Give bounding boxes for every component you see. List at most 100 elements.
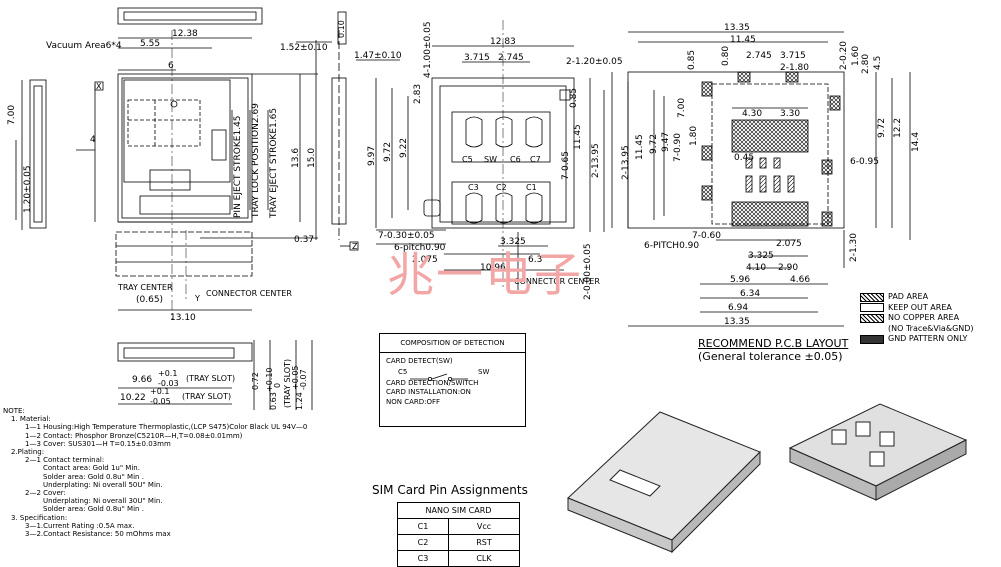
dim-9-66-tol: +0.1 <box>158 369 177 378</box>
pad-swatch <box>860 292 884 302</box>
pcb-dim-2-1-80: 2-1.80 <box>780 63 809 73</box>
dim-0-65: (0.65) <box>136 295 163 305</box>
dim-tray-lock: TRAY LOCK POSITION2.69 <box>251 103 261 219</box>
notes-l12: Solder area: Gold 0.8u" Min . <box>43 505 144 514</box>
dim-7-0-65: 7-0.65 <box>561 151 571 180</box>
dim-6-3: 6.3 <box>528 255 542 265</box>
pcb-dim-3-30: 3.30 <box>780 109 800 119</box>
dim-4: 4 <box>90 135 96 145</box>
dim-1-24-tol: +0.05 <box>291 365 300 390</box>
dim-10-22: 10.22 <box>120 393 146 403</box>
dim-10-22-tol2: -0.05 <box>150 397 171 406</box>
pcb-dim-2-075: 2.075 <box>776 239 802 249</box>
side-view-right <box>296 11 400 251</box>
dim-0-10: 0.10 <box>337 20 346 38</box>
pin-func: CLK <box>448 550 520 567</box>
dim-6-pitch: 6-pitch0.90 <box>394 243 446 253</box>
pcb-dim-2-90: 2.90 <box>778 263 798 273</box>
legend-nocu2: (NO Trace&Via&GND) <box>860 324 974 335</box>
dim-10-96: 10.96 <box>480 263 506 273</box>
pin-table-header-row: NANO SIM CARD <box>397 502 520 519</box>
dim-4-1-00: 4-1.00±0.05 <box>423 21 433 78</box>
dim-pin-eject: PIN EJECT STROKE1.45 <box>233 115 243 218</box>
dim-0-63-tol2: 0 <box>273 383 282 388</box>
legend-pad-label: PAD AREA <box>888 292 929 301</box>
pin-c1: C1 <box>526 183 537 192</box>
pcb-legend: PAD AREA KEEP OUT AREA NO COPPER AREA (N… <box>860 292 974 345</box>
dim-5-55: 5.55 <box>140 39 160 49</box>
composition-c5: C5 <box>398 367 408 376</box>
dim-0-72: 0.72 <box>251 372 260 390</box>
pin-table-header: NANO SIM CARD <box>397 502 520 519</box>
pin-id: C2 <box>397 534 449 551</box>
pcb-caption-title: RECOMMEND P.C.B LAYOUT <box>698 337 849 350</box>
dim-2-075: 2.075 <box>412 255 438 265</box>
connector-center-label: CONNECTOR CENTER <box>206 289 292 298</box>
dim-tray-eject: TRAY EJECT STROKE1.65 <box>269 108 279 219</box>
pcb-dim-3-715: 3.715 <box>780 51 806 61</box>
connector-center-mid: CONNECTOR CENTER <box>514 277 600 286</box>
pcb-dim-12-2: 12.2 <box>893 118 903 138</box>
dim-1-24-tol2: -0.07 <box>299 369 308 390</box>
pin-c6: C6 <box>510 155 521 164</box>
dim-1-24: 1.24 <box>295 392 304 410</box>
pcb-dim-13-35: 13.35 <box>724 23 750 33</box>
pcb-dim-9-72-r: 9.72 <box>877 118 887 138</box>
dim-1-52: 1.52±0.10 <box>280 43 328 53</box>
composition-line2: CARD DETECTION/SWITCH <box>386 378 479 387</box>
pcb-dim-4-66: 4.66 <box>790 275 810 285</box>
pcb-layout <box>611 31 911 327</box>
top-view-left <box>76 7 318 320</box>
notes-l14: 3—1.Current Rating :0.5A max. <box>25 521 135 530</box>
composition-line3: CARD INSTALLATION:ON <box>386 388 471 396</box>
notes-title: NOTE: <box>3 407 25 415</box>
dim-1-20: 1.20±0.05 <box>23 165 33 213</box>
z-tag: Z <box>352 242 358 251</box>
pin-func: Vcc <box>448 518 520 535</box>
dim-3-325: 3.325 <box>500 237 526 247</box>
pcb-dim-11-45-v: 11.45 <box>635 134 645 160</box>
side-view-left <box>15 79 47 230</box>
tray-slot-vertical: (TRAY SLOT) <box>283 359 292 408</box>
dim-10-22-tol: +0.1 <box>150 387 169 396</box>
dim-2-745: 2.745 <box>498 53 524 63</box>
dim-2-1-20: 2-1.20±0.05 <box>566 57 623 67</box>
composition-line4: NON CARD:OFF <box>386 397 441 406</box>
pcb-dim-7-00: 7.00 <box>677 98 687 118</box>
legend-nocu: NO COPPER AREA <box>860 313 974 324</box>
pin-c2: C2 <box>496 183 507 192</box>
pcb-dim-2-13-95: 2-13.95 <box>621 145 631 180</box>
tray-slot-label-2: (TRAY SLOT) <box>182 392 231 401</box>
pcb-dim-0-45: 0.45 <box>734 153 754 163</box>
legend-nocu-label: NO COPPER AREA <box>888 313 960 322</box>
dim-1-47: 1.47±0.10 <box>354 51 402 61</box>
legend-keep-label: KEEP OUT AREA <box>888 302 952 312</box>
pcb-dim-14-4: 14.4 <box>911 132 921 152</box>
dim-9-97: 9.97 <box>367 146 377 166</box>
notes-l7: Contact area: Gold 1u" Min. <box>43 464 140 473</box>
notes-l1: 1. Material: <box>11 415 51 424</box>
pin-table-title: SIM Card Pin Assignments <box>372 483 528 497</box>
tray-center-label: TRAY CENTER <box>117 283 173 292</box>
pcb-dim-13-35-b: 13.35 <box>724 317 750 327</box>
dim-9-22: 9.22 <box>399 138 409 158</box>
legend-gnd-label: GND PATTERN ONLY <box>888 334 968 343</box>
pcb-caption-tolerance: (General tolerance ±0.05) <box>698 350 843 363</box>
dim-0-63-tol: +0.10 <box>265 367 274 392</box>
dim-7-0-30: 7-0.30±0.05 <box>378 231 435 241</box>
bottom-view <box>117 340 313 410</box>
dim-9-66-tol2: -0.03 <box>158 379 179 388</box>
notes-l6: 2—1 Contact terminal: <box>25 456 105 465</box>
keep-swatch <box>860 303 884 313</box>
pcb-dim-7-0-90: 7-0.90 <box>673 133 683 162</box>
pcb-dim-6-0-95: 6-0.95 <box>850 157 879 167</box>
nocu-swatch <box>860 313 884 323</box>
dim-3-715: 3.715 <box>464 53 490 63</box>
pcb-dim-6-pitch: 6-PITCH0.90 <box>644 241 699 251</box>
switch-symbol <box>410 373 468 381</box>
pcb-dim-6-34: 6.34 <box>740 289 760 299</box>
dim-15-0: 15.0 <box>307 148 317 168</box>
pcb-dim-3-325: 3.325 <box>748 251 774 261</box>
notes-l15: 3—2.Contact Resistance: 50 mOhms max <box>25 530 171 539</box>
